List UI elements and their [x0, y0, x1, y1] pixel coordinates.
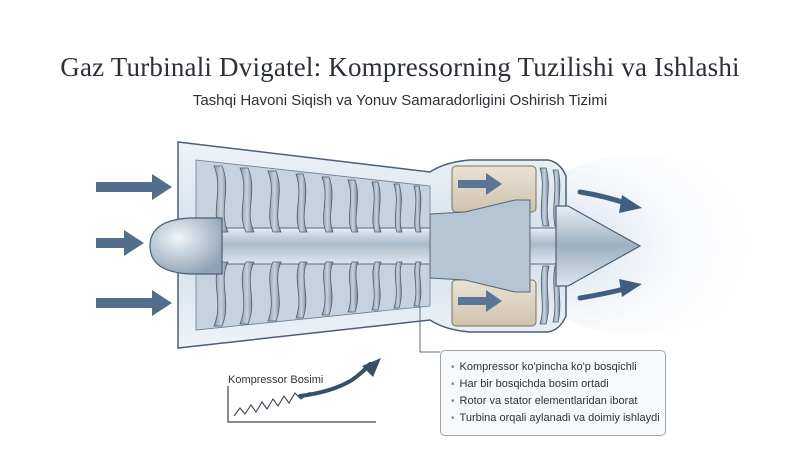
exhaust-arrow-top-head	[619, 195, 642, 213]
info-item: Turbina orqali aylanadi va doimiy ishlay…	[451, 410, 660, 427]
blade-stage-2	[239, 167, 255, 325]
info-item: Rotor va stator elementlaridan iborat	[451, 393, 657, 410]
diagram-title: Gaz Turbinali Dvigatel: Kompressorning T…	[60, 52, 740, 82]
pressure-mini-chart	[227, 358, 381, 423]
blade-stage-4	[295, 173, 308, 319]
pressure-chart-label: Kompressor Bosimi	[228, 374, 324, 386]
flow-arrow-upper	[458, 173, 502, 195]
blade-stage-9	[413, 185, 422, 307]
blade-stage-8	[393, 183, 403, 309]
compressor-blades	[213, 165, 422, 327]
blade-stage-1	[213, 165, 229, 327]
exhaust-cone	[555, 205, 642, 287]
info-list: Kompressor ko'pincha ko'p bosqichli Har …	[451, 359, 660, 427]
flow-arrow-lower	[458, 290, 502, 312]
inlet-air-arrows	[96, 174, 172, 316]
inlet-spinner	[149, 217, 223, 275]
inlet-arrow-middle	[96, 230, 144, 256]
pressure-chart-axes	[227, 386, 376, 423]
pressure-chart-zigzag	[233, 391, 311, 417]
callout-leader	[419, 306, 440, 353]
info-item: Har bir bosqichda bosim ortadi	[451, 376, 657, 393]
blade-stage-3	[267, 170, 282, 322]
exhaust-arrow-bottom-head	[619, 279, 642, 297]
inlet-arrow-bottom	[96, 290, 172, 316]
internal-flow-arrows	[458, 173, 502, 312]
blade-stage-7	[371, 181, 382, 311]
pressure-chart-trend-head	[362, 358, 381, 377]
info-box: Kompressor ko'pincha ko'p bosqichli Har …	[440, 350, 666, 436]
exhaust-glow	[510, 155, 770, 335]
diffuser-hub	[429, 199, 531, 293]
blade-stage-6	[347, 179, 359, 313]
inlet-arrow-top	[96, 174, 172, 200]
blade-stage-5	[321, 176, 334, 316]
diagram-subtitle: Tashqi Havoni Siqish va Yonuv Samaradorl…	[192, 92, 608, 109]
info-item: Kompressor ko'pincha ko'p bosqichli	[451, 359, 657, 376]
